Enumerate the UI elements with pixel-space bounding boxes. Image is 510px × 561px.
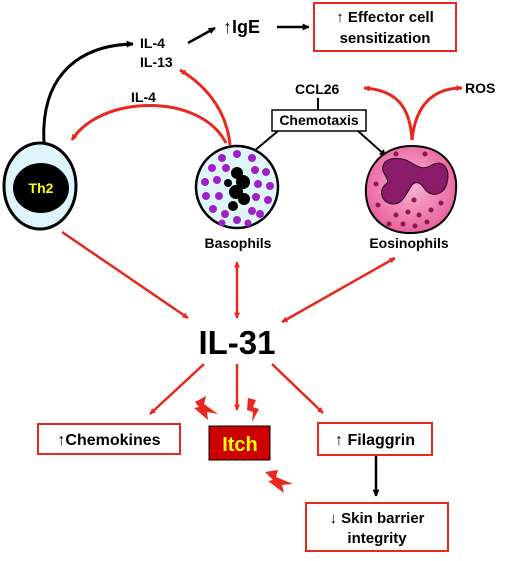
label-ros: ROS xyxy=(465,80,495,96)
label-skin-line2: integrity xyxy=(347,530,407,547)
eosinophil-granules xyxy=(373,151,444,229)
lightning-icon xyxy=(247,398,259,422)
arrow-th2-to-il31 xyxy=(61,230,189,320)
basophil-nucleus xyxy=(224,167,250,211)
eosinophil-nucleus xyxy=(381,157,449,205)
label-effector-line1: ↑ Effector cell xyxy=(336,9,434,26)
eosinophil-cell xyxy=(364,144,458,235)
label-il31: IL-31 xyxy=(198,324,275,361)
itch-box xyxy=(208,425,271,461)
arrow-th2-to-il4-il13 xyxy=(42,40,134,144)
effector-box xyxy=(313,2,457,52)
label-chemokines: ↑Chemokines xyxy=(57,432,160,449)
arrow-basophil-to-th2 xyxy=(70,104,228,144)
label-ige: ↑IgE xyxy=(223,17,260,37)
chemokines-box xyxy=(37,423,181,455)
lightning-icon xyxy=(194,396,218,420)
arrow-chemotaxis-to-eosinophils xyxy=(357,130,387,157)
chemotaxis-box xyxy=(271,109,367,132)
label-basophils: Basophils xyxy=(205,235,272,251)
label-skin-line1: ↓ Skin barrier xyxy=(329,510,424,527)
label-il13-top: IL-13 xyxy=(140,54,173,70)
th2-cell: Th2 xyxy=(2,141,78,231)
skin-barrier-box xyxy=(305,502,449,552)
label-th2: Th2 xyxy=(29,180,54,196)
arrow-eosinophils-il31-bidirectional xyxy=(281,256,396,324)
th2-nucleus xyxy=(13,163,69,213)
label-il4-top: IL-4 xyxy=(140,35,165,51)
lightning-icon xyxy=(265,470,293,493)
label-ccl26: CCL26 xyxy=(295,81,340,97)
label-itch: Itch xyxy=(222,434,258,456)
arrow-il13-to-ige xyxy=(187,26,216,45)
label-effector-line2: sensitization xyxy=(340,30,431,47)
basophil-granules xyxy=(201,150,274,227)
label-chemotaxis: Chemotaxis xyxy=(279,112,359,128)
label-eosinophils: Eosinophils xyxy=(369,235,449,251)
label-il4-left: IL-4 xyxy=(131,89,156,105)
arrow-eosinophil-to-ros xyxy=(410,85,463,141)
label-filaggrin: ↑ Filaggrin xyxy=(335,432,415,449)
basophil-cell xyxy=(194,144,280,230)
arrow-basophil-to-il4-il13 xyxy=(179,68,232,146)
arrow-il31-to-chemokines xyxy=(149,363,205,415)
arrow-eosinophil-to-ccl26 xyxy=(363,85,414,141)
filaggrin-box xyxy=(317,422,433,456)
arrow-il31-to-filaggrin xyxy=(271,363,324,414)
